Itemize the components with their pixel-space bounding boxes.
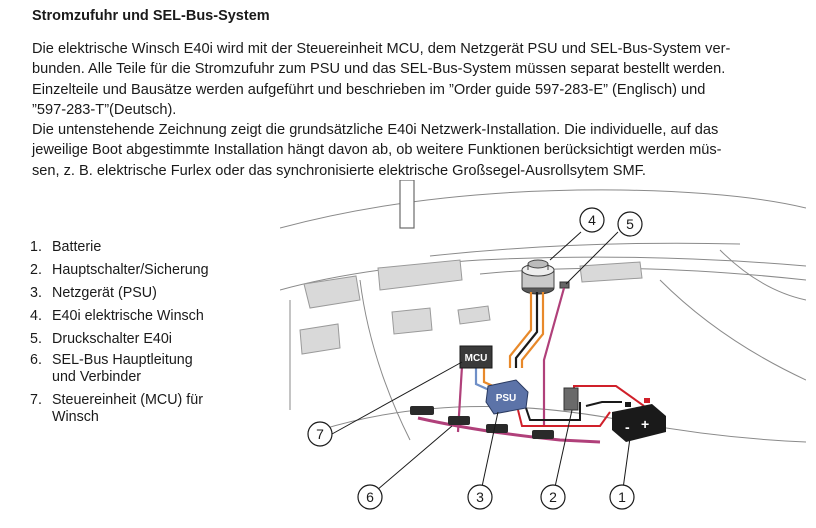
legend-text: Druckschalter E40i [52,331,172,347]
psu-unit-icon: PSU [485,379,529,415]
sel-bus-connectors [410,406,554,439]
sel-bus-main-line [417,416,601,444]
legend-text: Batterie [52,239,102,255]
legend-text: Hauptschalter/Sicherung [52,262,209,278]
legend-item-main-switch: 2. Hauptschalter/Sicherung [30,259,209,282]
svg-text:7: 7 [316,426,324,442]
main-switch-icon [563,387,579,411]
callout-7: 7 [307,421,333,447]
paragraph-line: sen, z. B. elektrische Furlex oder das s… [32,162,646,179]
svg-text:2: 2 [549,489,557,505]
installation-diagram: MCU PSU - + 4 5 7 6 [280,180,806,510]
deck-outline [280,189,806,443]
svg-text:6: 6 [366,489,374,505]
callout-5: 5 [617,211,643,237]
legend-number: 4. [30,308,42,324]
legend-text: Steuereinheit (MCU) für [52,392,203,408]
battery-plus-label: + [641,416,649,432]
callout-3: 3 [467,484,493,510]
callout-1: 1 [609,484,635,510]
battery-icon: - + [612,398,666,442]
legend-text: Netzgerät (PSU) [52,285,157,301]
legend-number: 1. [30,239,42,255]
legend-number: 6. [30,352,42,368]
psu-label: PSU [496,393,517,404]
callout-2: 2 [540,484,566,510]
callout-leader-lines [331,231,631,497]
push-switch-icon [559,281,570,289]
svg-text:3: 3 [476,489,484,505]
paragraph-line: ”597-283-T”(Deutsch). [32,101,177,118]
mast-icon [399,180,415,229]
legend-number: 5. [30,331,42,347]
deck-hatches [299,259,643,355]
paragraph-line: Einzelteile und Bausätze werden aufgefüh… [32,81,706,98]
legend-text: E40i elektrische Winsch [52,308,204,324]
legend-number: 7. [30,392,42,408]
e40i-winch-icon [521,259,555,295]
legend-text-continued: und Verbinder [52,369,142,385]
legend-item-push-switch: 5. Druckschalter E40i [30,328,209,351]
component-legend: 1. Batterie 2. Hauptschalter/Sicherung 3. N… [30,236,209,431]
mcu-label: MCU [465,353,488,364]
svg-text:1: 1 [618,489,626,505]
callout-6: 6 [357,484,383,510]
legend-text-continued: Winsch [52,409,99,425]
section-heading: Stromzufuhr und SEL-Bus-System [32,8,270,24]
battery-minus-label: - [625,419,630,435]
mcu-unit-icon: MCU [459,345,493,369]
legend-item-psu: 3. Netzgerät (PSU) [30,282,209,305]
description-paragraph: Die elektrische Winsch E40i wird mit der… [32,39,792,181]
svg-text:5: 5 [626,216,634,232]
legend-text: SEL-Bus Hauptleitung [52,352,193,368]
paragraph-line: bunden. Alle Teile für die Stromzufuhr z… [32,61,726,78]
callout-4: 4 [579,207,605,233]
winch-cables [508,287,566,426]
legend-number: 3. [30,285,42,301]
legend-item-winch: 4. E40i elektrische Winsch [30,305,209,328]
legend-item-battery: 1. Batterie [30,236,209,259]
paragraph-line: Die elektrische Winsch E40i wird mit der… [32,41,731,57]
legend-number: 2. [30,262,42,278]
paragraph-line: Die untenstehende Zeichnung zeigt die gr… [32,122,719,139]
svg-text:4: 4 [588,212,596,228]
paragraph-line: jeweilige Boot abgestimmte Installation … [32,142,722,159]
